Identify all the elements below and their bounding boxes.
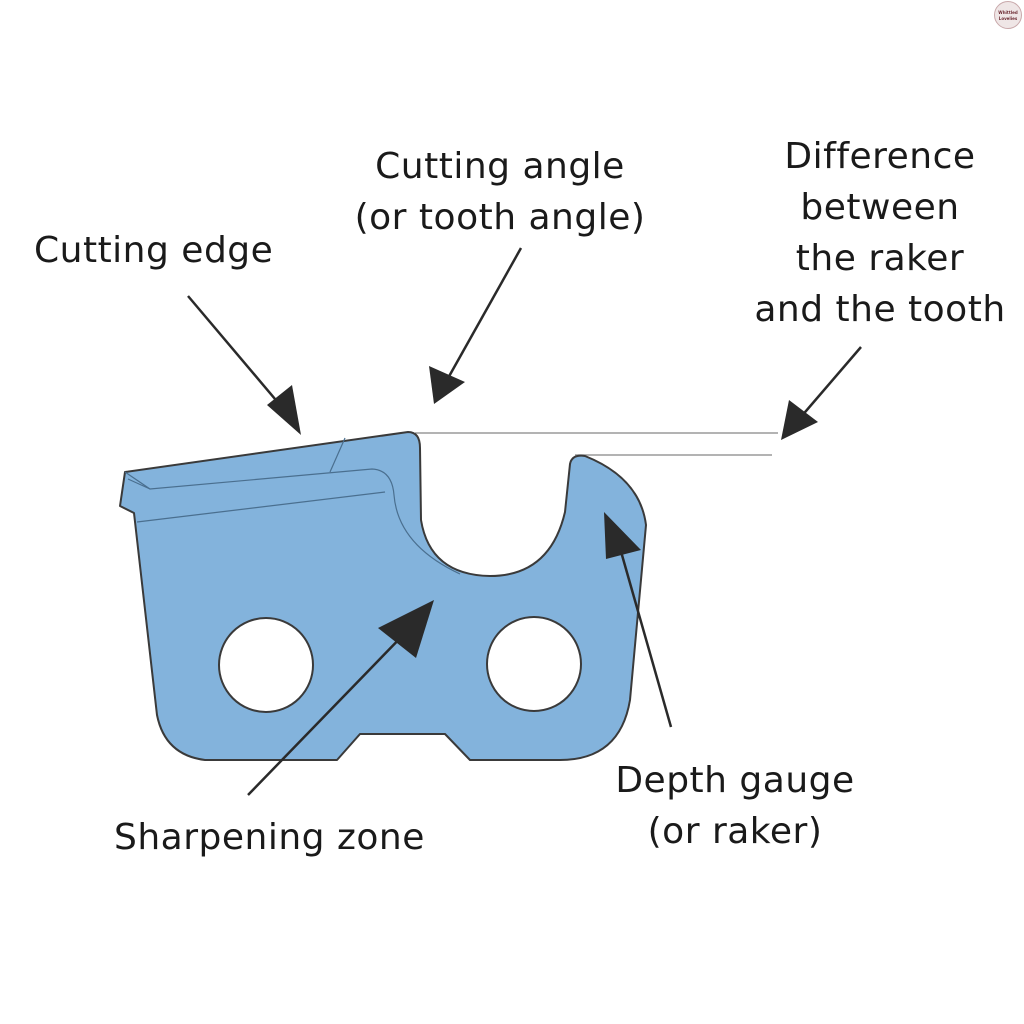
brand-logo: Whittled Lovelies	[994, 1, 1022, 29]
label-line: (or raker)	[647, 811, 823, 852]
label-line: Depth gauge	[615, 760, 855, 801]
label-depth-gauge: Depth gauge (or raker)	[600, 755, 870, 857]
label-sharpening-zone: Sharpening zone	[114, 812, 425, 863]
gullet-line	[127, 478, 151, 490]
label-line: Sharpening zone	[114, 817, 425, 858]
top-plate-lower-line	[136, 491, 386, 523]
logo-word: Whittled	[998, 10, 1018, 15]
label-line: and the tooth	[754, 289, 1006, 330]
label-line: the raker	[795, 238, 965, 279]
label-line: (or tooth angle)	[354, 197, 646, 238]
label-line: Cutting angle	[375, 146, 625, 187]
tooth-body	[119, 431, 647, 761]
arrow-cutting-angle	[429, 247, 523, 404]
arrow-difference	[781, 346, 862, 440]
top-plate-bevel	[124, 468, 461, 575]
label-raker-tooth-difference: Difference between the raker and the too…	[740, 131, 1020, 335]
logo-word: Lovelies	[998, 16, 1018, 21]
label-cutting-edge: Cutting edge	[34, 225, 273, 276]
rivet-hole-left	[218, 617, 314, 713]
label-cutting-angle: Cutting angle (or tooth angle)	[340, 141, 660, 243]
label-line: between	[800, 187, 960, 228]
arrow-cutting-edge	[187, 295, 301, 435]
side-plate-line	[329, 437, 346, 473]
arrow-depth-gauge	[604, 512, 673, 728]
label-line: Cutting edge	[34, 230, 274, 271]
rivet-hole-right	[486, 616, 582, 712]
arrow-sharpening-zone	[247, 600, 434, 796]
label-line: Difference	[784, 136, 976, 177]
